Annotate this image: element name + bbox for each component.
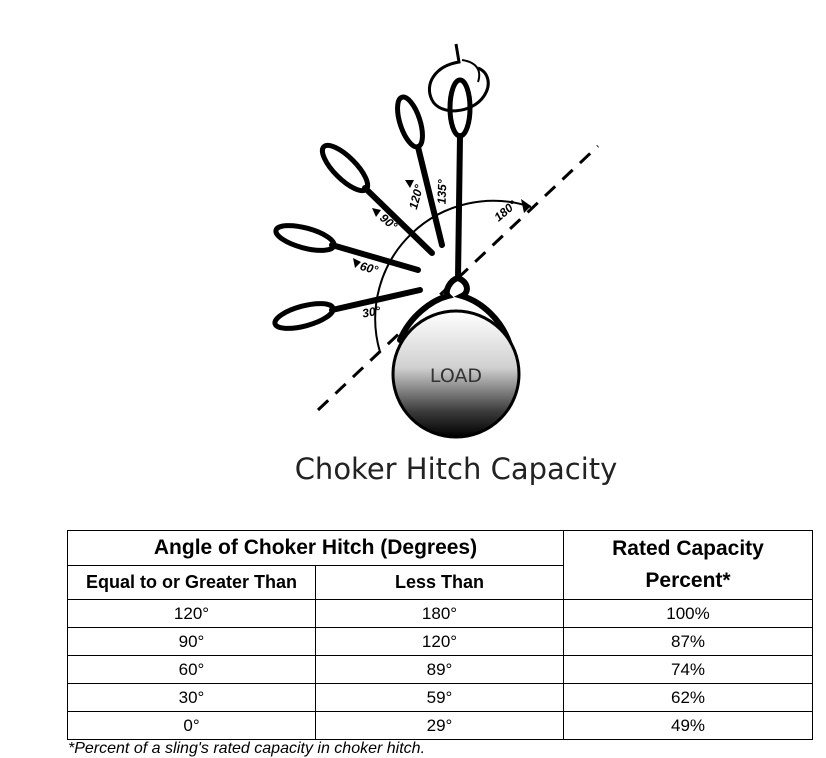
sling-60 [273, 223, 421, 273]
hook-icon [427, 43, 490, 113]
table-row: 120° 180° 100% [67, 599, 813, 628]
sling-vertical [447, 77, 473, 281]
diagram-caption: Choker Hitch Capacity [294, 452, 618, 486]
choke-loop [397, 275, 513, 348]
cell-max: 120° [315, 627, 564, 656]
cell-capacity: 74% [563, 655, 813, 684]
cell-capacity: 100% [563, 599, 813, 628]
arc-arrow-60 [353, 258, 361, 268]
sling-120 [395, 94, 445, 248]
angle-label-90: 90° [377, 211, 400, 234]
header-rated-capacity-line2: Percent* [645, 569, 731, 592]
angle-label-30: 30° [361, 304, 382, 321]
cell-max: 89° [315, 655, 564, 684]
arc-arrow-180 [521, 199, 531, 213]
angle-label-60: 60° [358, 259, 379, 277]
table-row: 60° 89° 74% [67, 655, 813, 684]
load-ball [391, 309, 521, 439]
footnote: *Percent of a sling's rated capacity in … [68, 740, 426, 757]
header-rated-capacity: Rated Capacity Percent* [563, 530, 813, 600]
cell-capacity: 62% [563, 683, 813, 712]
choker-capacity-table: Angle of Choker Hitch (Degrees) Rated Ca… [67, 530, 813, 740]
table-row: 30° 59° 62% [67, 683, 813, 712]
cell-max: 59° [315, 683, 564, 712]
cell-max: 29° [315, 711, 564, 740]
arc-arrow-120 [405, 180, 414, 188]
table-row: 90° 120° 87% [67, 627, 813, 656]
choker-hitch-diagram: LOAD 30° 60° 90° 120° 135° 180° [272, 43, 600, 439]
angle-label-120: 120° [406, 183, 426, 211]
angle-label-135: 135° [435, 179, 450, 204]
sling-90 [319, 142, 435, 256]
cell-max: 180° [315, 599, 564, 628]
cell-min: 120° [67, 599, 316, 628]
cell-min: 90° [67, 627, 316, 656]
header-less-than: Less Than [315, 565, 564, 600]
cell-min: 0° [67, 711, 316, 740]
header-equal-or-greater: Equal to or Greater Than [67, 565, 316, 600]
load-label: LOAD [430, 365, 482, 387]
cell-capacity: 87% [563, 627, 813, 656]
cell-min: 60° [67, 655, 316, 684]
cell-capacity: 49% [563, 711, 813, 740]
group-header-angle: Angle of Choker Hitch (Degrees) [67, 530, 564, 566]
sling-30 [272, 287, 423, 331]
cell-min: 30° [67, 683, 316, 712]
arc-arrow-90 [372, 208, 381, 217]
table-row: 0° 29° 49% [67, 711, 813, 740]
header-rated-capacity-line1: Rated Capacity [612, 537, 764, 560]
